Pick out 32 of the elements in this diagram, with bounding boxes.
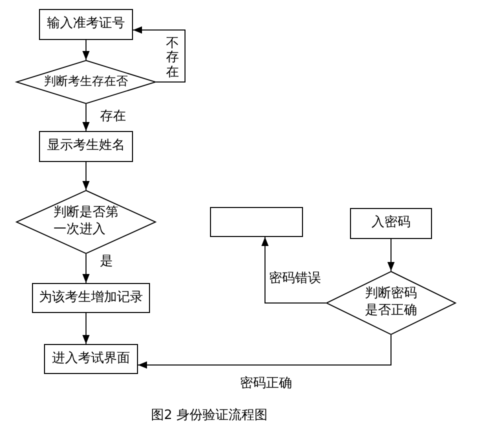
figure-caption: 图2 身份验证流程图 [151,408,268,424]
arrow [132,26,186,82]
step-text: 进入考试界面 [52,350,130,368]
edge-label: 密码错误 [269,271,321,287]
process-box [39,9,133,40]
edge-label: 不存在 [166,37,179,80]
process-box [32,283,150,313]
decision-diamond [16,60,156,104]
arrow [82,162,90,190]
step-text: 为该考生增加记录 [39,290,143,306]
process-box [39,131,133,162]
arrow [82,40,90,60]
arrow [387,238,395,272]
condition-text: 判断是否第一次进入 [54,205,118,239]
arrow [138,334,392,369]
edge-label: 是 [100,254,113,270]
condition-text: 判断考生存在否 [44,74,128,90]
process-box [350,208,432,239]
arrow [261,236,326,304]
arrow [82,104,90,132]
step-text: 输入准考证号 [47,16,125,33]
arrow [82,312,90,344]
condition-text: 判断密码是否正确 [365,286,417,320]
decision-diamond [326,271,456,335]
process-box [210,207,303,237]
edge-label: 存在 [100,109,126,125]
step-text: 显示考生姓名 [47,138,125,155]
arrow [82,254,90,284]
decision-diamond [16,190,156,254]
process-box [44,344,138,374]
step-text: 入密码 [372,215,410,232]
edge-label: 密码正确 [240,376,292,392]
